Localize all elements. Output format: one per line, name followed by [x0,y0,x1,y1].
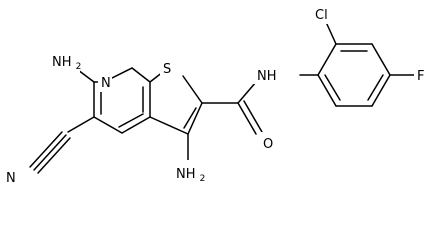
bond [325,21,337,45]
bond [29,131,63,168]
sulfur-label: S [163,62,171,77]
bond [93,116,123,134]
bond [243,100,263,133]
bond [118,113,144,128]
bond [131,67,151,83]
bond [37,137,71,174]
chlorine-label: Cl [315,8,328,23]
bond [237,81,257,104]
amino-group-label: NH 2 [52,55,81,72]
fluorine-label: F [417,69,424,84]
amino-group-label: NH 2 [176,167,205,184]
bond [367,74,384,101]
bond [187,102,203,135]
amino-group-subscript: 2 [76,62,82,72]
amino-group-text: NH [52,55,72,70]
bond [371,74,391,107]
nitrile-nitrogen-label: N [6,171,16,186]
amide-nh-label: NH [257,69,277,84]
carbonyl-oxygen-label: O [263,137,273,152]
bond [371,43,391,76]
amino-group-text: NH [176,167,196,182]
bond [183,107,197,129]
bond [182,75,203,104]
structure-canvas: S N NH 2 NH 2 N NH O Cl F [6,8,425,186]
bond [149,116,189,135]
bond [324,74,341,101]
bond [317,43,337,76]
amino-group-subscript: 2 [200,174,206,184]
bond [33,134,67,171]
bond [237,102,257,135]
bond [67,116,95,133]
ring-nitrogen-label: N [101,76,111,91]
bond [121,116,151,134]
molecule-drawing: S N NH 2 NH 2 N NH O Cl F [6,8,425,186]
bond [317,74,337,107]
